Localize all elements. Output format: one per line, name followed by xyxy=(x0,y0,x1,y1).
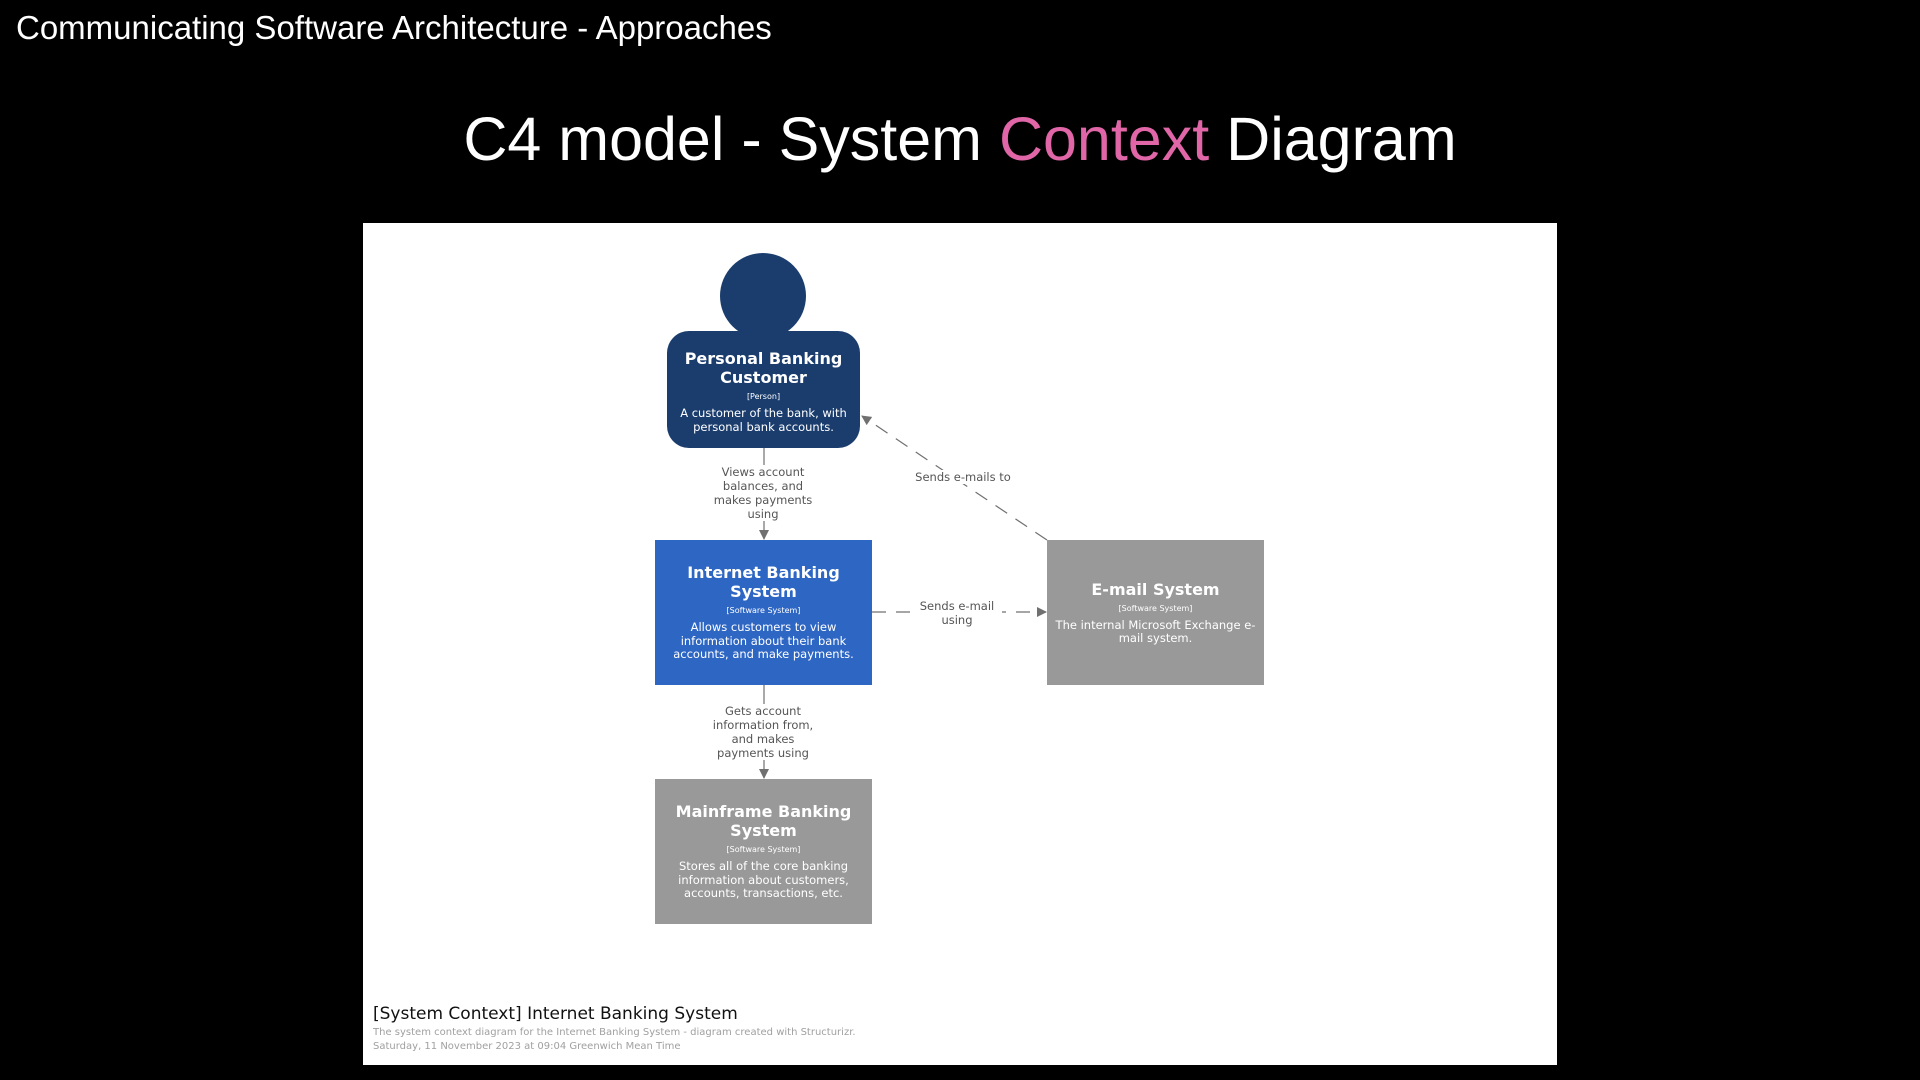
relationship-label-customer-to-ibs: Views account balances, and makes paymen… xyxy=(708,465,818,521)
element-description: The internal Microsoft Exchange e-mail s… xyxy=(1055,617,1256,645)
diagram-footer-description: The system context diagram for the Inter… xyxy=(373,1027,856,1038)
arrow-email-to-customer xyxy=(861,415,1048,541)
person-head-icon xyxy=(720,253,806,339)
element-name: Personal Banking Customer xyxy=(684,349,843,387)
element-internet-banking-system[interactable]: Internet Banking System [Software System… xyxy=(655,540,872,685)
slide-title-suffix: Diagram xyxy=(1209,105,1457,173)
slide-title-accent: Context xyxy=(998,105,1210,173)
element-name: Mainframe Banking System xyxy=(675,802,852,841)
relationship-label-ibs-to-email: Sends e-mail using xyxy=(912,599,1002,627)
element-kind: [Software System] xyxy=(1118,603,1193,613)
element-kind: [Person] xyxy=(746,392,781,401)
slide-title-prefix: C4 model - System xyxy=(463,105,999,173)
element-email-system[interactable]: E-mail System [Software System] The inte… xyxy=(1047,540,1264,685)
element-description: A customer of the bank, with personal ba… xyxy=(680,406,847,434)
relationship-label-ibs-to-mainframe: Gets account information from, and makes… xyxy=(708,704,818,760)
element-mainframe-banking-system[interactable]: Mainframe Banking System [Software Syste… xyxy=(655,779,872,924)
relationship-arrows xyxy=(759,415,1048,779)
relationship-label-email-to-customer: Sends e-mails to xyxy=(908,470,1018,484)
diagram-footer-title: [System Context] Internet Banking System xyxy=(373,1004,738,1024)
slide-title: C4 model - System Context Diagram xyxy=(0,104,1920,174)
element-personal-banking-customer[interactable]: Personal Banking Customer [Person] A cus… xyxy=(667,331,860,448)
element-name: Internet Banking System xyxy=(687,563,840,602)
element-name: E-mail System xyxy=(1091,579,1220,599)
element-kind: [Software System] xyxy=(726,845,801,855)
element-description: Allows customers to view information abo… xyxy=(673,620,854,662)
section-title: Communicating Software Architecture - Ap… xyxy=(16,9,772,46)
element-kind: [Software System] xyxy=(726,606,801,616)
element-description: Stores all of the core banking informati… xyxy=(678,859,849,901)
diagram-canvas: Personal Banking Customer [Person] A cus… xyxy=(363,223,1557,1065)
diagram-footer-date: Saturday, 11 November 2023 at 09:04 Gree… xyxy=(373,1041,681,1052)
